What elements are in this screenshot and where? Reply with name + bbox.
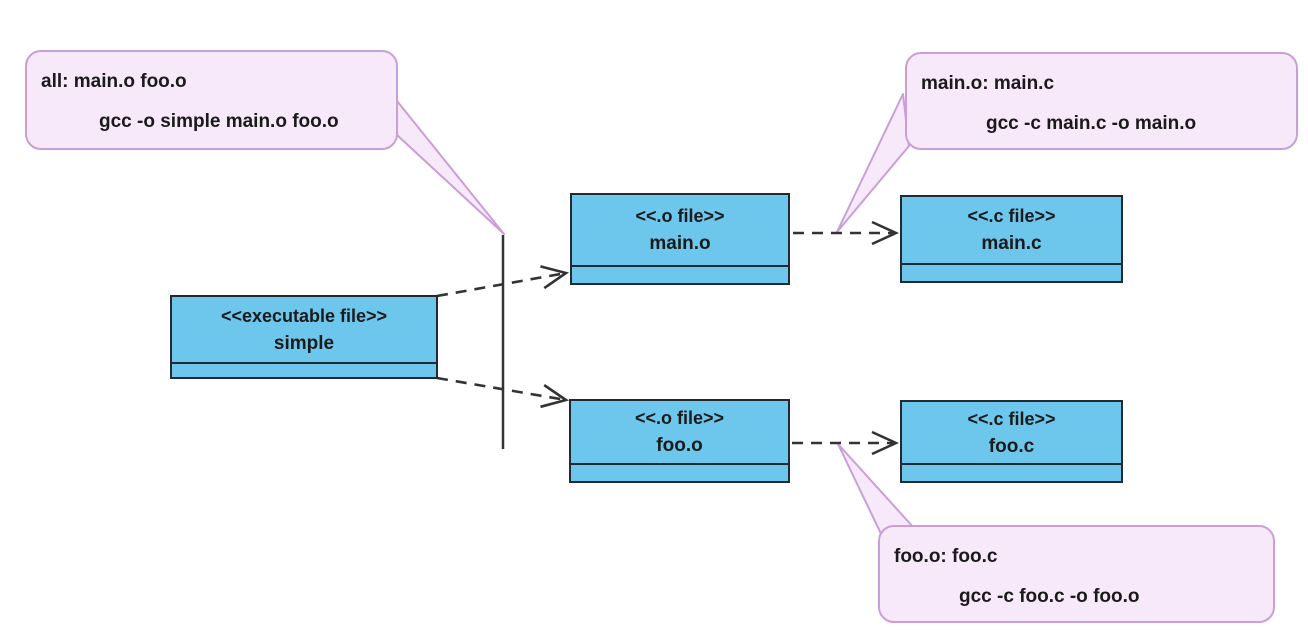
node-stereotype: <<.c file>>: [967, 206, 1056, 226]
node-empty-compartment: [571, 463, 788, 481]
connector-simple-to-foo-o[interactable]: [436, 376, 566, 400]
node-stereotype: <<.o file>>: [635, 206, 725, 226]
node-stereotype: <<.c file>>: [967, 408, 1056, 429]
node-title-compartment: <<.c file>> main.c: [902, 197, 1121, 263]
note-main-rule[interactable]: main.o: main.c gcc -c main.c -o main.o: [905, 52, 1298, 150]
note-target-line: main.o: main.c: [921, 73, 1055, 94]
node-empty-compartment: [902, 263, 1121, 281]
node-title-compartment: <<.o file>> foo.o: [571, 401, 788, 463]
node-empty-compartment: [902, 463, 1121, 481]
note-command-line: gcc -o simple main.o foo.o: [99, 111, 339, 132]
node-empty-compartment: [572, 265, 788, 283]
note-target-line: foo.o: foo.c: [894, 546, 998, 567]
node-title-compartment: <<.c file>> foo.c: [902, 402, 1121, 463]
node-main-o[interactable]: <<.o file>> main.o: [570, 193, 790, 285]
note-tail-main: [836, 93, 910, 233]
node-stereotype: <<.o file>>: [634, 408, 725, 428]
note-command-line: gcc -c main.c -o main.o: [986, 113, 1197, 134]
note-all-rule[interactable]: all: main.o foo.o gcc -o simple main.o f…: [25, 50, 398, 150]
node-stereotype: <<executable file>>: [220, 305, 388, 326]
node-name: foo.c: [988, 435, 1035, 457]
node-foo-o[interactable]: <<.o file>> foo.o: [569, 399, 790, 483]
node-name: main.c: [981, 233, 1042, 254]
node-empty-compartment: [172, 362, 436, 377]
node-name: main.o: [649, 233, 711, 254]
connector-simple-to-main-o[interactable]: [436, 273, 566, 298]
note-command-line: gcc -c foo.c -o foo.o: [959, 586, 1140, 607]
node-foo-c[interactable]: <<.c file>> foo.c: [900, 400, 1123, 483]
node-title-compartment: <<executable file>> simple: [172, 297, 436, 362]
node-simple-executable[interactable]: <<executable file>> simple: [170, 295, 438, 379]
note-tail-all: [396, 100, 505, 235]
node-name: simple: [273, 332, 335, 354]
node-title-compartment: <<.o file>> main.o: [572, 195, 788, 265]
note-foo-rule[interactable]: foo.o: foo.c gcc -c foo.c -o foo.o: [878, 525, 1275, 623]
note-target-line: all: main.o foo.o: [41, 71, 187, 92]
node-name: foo.o: [656, 435, 703, 456]
node-main-c[interactable]: <<.c file>> main.c: [900, 195, 1123, 283]
